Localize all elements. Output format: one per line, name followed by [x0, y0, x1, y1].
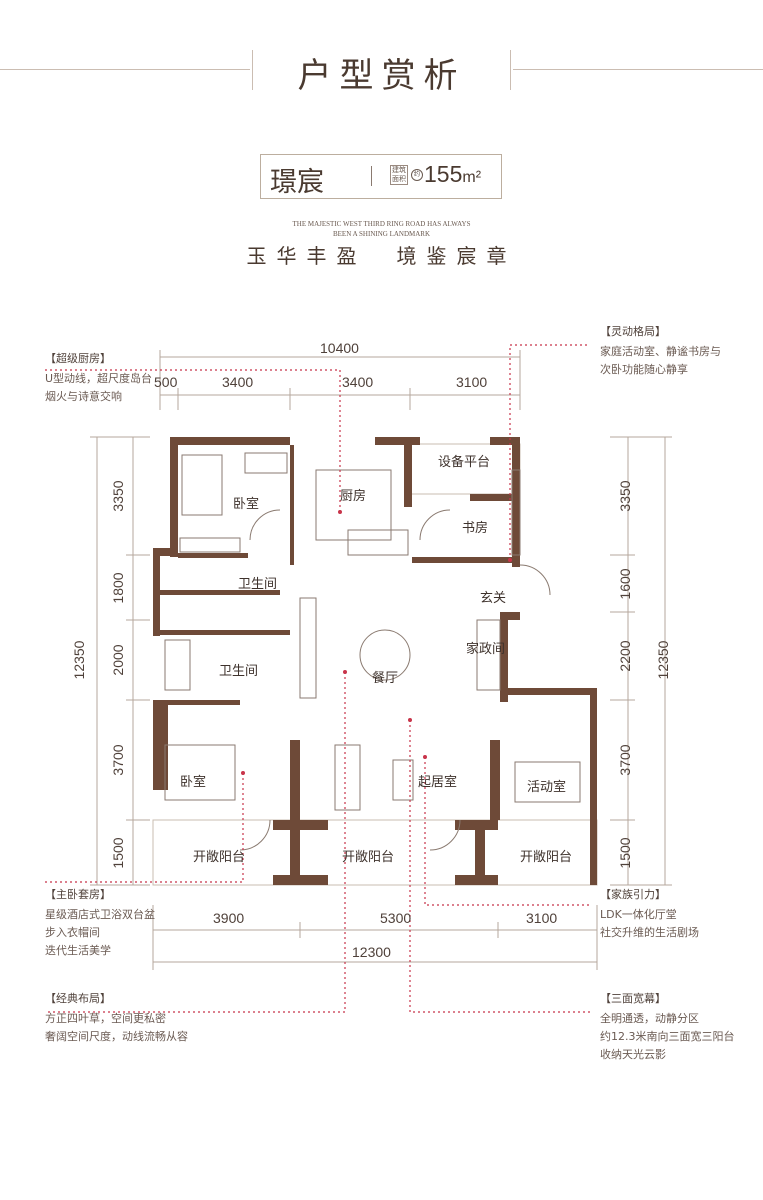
callout-title: 【灵动格局】: [600, 325, 666, 338]
room-label-balcony: 开敞阳台: [520, 850, 573, 865]
room-label-living: 起居室: [418, 775, 458, 790]
dim-right: 3350: [617, 480, 633, 512]
callout-family: 【家族引力】 LDK一体化厅堂 社交升维的生活剧场: [600, 886, 699, 942]
callout-line: 烟火与诗意交响: [45, 390, 122, 403]
dim-left: 3700: [110, 744, 126, 776]
room-label-utility: 家政间: [466, 642, 506, 657]
callout-title: 【家族引力】: [600, 888, 666, 901]
about-badge: 约: [411, 169, 423, 181]
walls: [153, 437, 597, 885]
callout-line: 全明通透，动静分区: [600, 1012, 699, 1025]
callout-title: 【超级厨房】: [45, 352, 111, 365]
callout-line: U型动线，超尺度岛台: [45, 372, 153, 385]
dimension-lines: [90, 350, 672, 970]
unit-box: [260, 154, 502, 199]
callout-leader-lines: [45, 344, 590, 1013]
room-label-bathroom: 卫生间: [219, 664, 259, 679]
area-value: 155: [424, 161, 463, 187]
room-label-bathroom: 卫生间: [238, 577, 278, 592]
callout-wide-frontage: 【三面宽幕】 全明通透，动静分区 约12.3米南向三面宽三阳台 收纳天光云影: [600, 990, 735, 1064]
room-label-bedroom: 卧室: [233, 497, 260, 512]
dim-right: 1600: [617, 568, 633, 600]
dim-top-total: 10400: [320, 340, 359, 356]
dim-top: 500: [154, 374, 178, 390]
callout-line: 家庭活动室、静谧书房与: [600, 345, 721, 358]
dim-left-total: 12350: [71, 640, 87, 680]
english-line-2: BEEN A SHINING LANDMARK: [332, 230, 431, 238]
callout-flexible-layout: 【灵动格局】 家庭活动室、静谧书房与 次卧功能随心静享: [600, 323, 721, 379]
callout-kitchen: 【超级厨房】 U型动线，超尺度岛台 烟火与诗意交响: [45, 350, 152, 406]
area-label-1: 建筑: [392, 166, 406, 174]
area-label-2: 面积: [392, 175, 406, 183]
dim-right: 1500: [617, 837, 633, 869]
callout-title: 【三面宽幕】: [600, 992, 666, 1005]
dim-left: 3350: [110, 480, 126, 512]
callout-line: LDK一体化厅堂: [600, 908, 677, 921]
slogan: 玉华丰盈 境鉴宸章: [246, 244, 517, 268]
room-label-study: 书房: [462, 521, 489, 536]
room-label-balcony: 开敞阳台: [193, 850, 246, 865]
callout-line: 收纳天光云影: [600, 1048, 666, 1061]
room-label-dining: 餐厅: [372, 671, 399, 686]
title-bar-right: [510, 50, 511, 90]
room-label-foyer: 玄关: [480, 591, 507, 606]
dim-bottom-total: 12300: [352, 944, 391, 960]
callout-classic-layout: 【经典布局】 方正四叶草，空间更私密 奢阔空间尺度，动线流畅从容: [45, 990, 188, 1046]
unit-area: 155m²: [424, 161, 481, 188]
room-label-balcony: 开敞阳台: [342, 850, 395, 865]
callout-line: 星级酒店式卫浴双台盆: [45, 908, 155, 921]
callout-line: 奢阔空间尺度，动线流畅从容: [45, 1030, 188, 1043]
room-label-equipment-platform: 设备平台: [438, 455, 491, 470]
dim-bottom: 5300: [380, 910, 412, 926]
callout-line: 次卧功能随心静享: [600, 363, 688, 376]
page-title: 户型赏析: [297, 56, 466, 96]
dim-right: 2200: [617, 640, 633, 672]
title-rule-right: [513, 69, 763, 70]
callout-title: 【主卧套房】: [45, 888, 111, 901]
callout-master-suite: 【主卧套房】 星级酒店式卫浴双台盆 步入衣帽间 迭代生活美学: [45, 886, 155, 960]
furniture: [164, 452, 581, 851]
callout-line: 社交升维的生活剧场: [600, 926, 699, 939]
title-bar-left: [252, 50, 253, 90]
unit-name: 璟宸: [270, 167, 324, 198]
callout-line: 约12.3米南向三面宽三阳台: [600, 1030, 735, 1043]
room-label-kitchen: 厨房: [340, 489, 367, 504]
area-unit: m²: [462, 169, 482, 186]
dim-top: 3400: [342, 374, 374, 390]
dim-bottom: 3100: [526, 910, 558, 926]
dim-left: 2000: [110, 644, 126, 676]
dim-right: 3700: [617, 744, 633, 776]
callout-dots: [241, 510, 512, 775]
room-label-activity: 活动室: [527, 780, 567, 795]
dim-right-total: 12350: [655, 640, 671, 680]
unit-separator: [371, 166, 372, 186]
dim-top: 3100: [456, 374, 488, 390]
dim-bottom: 3900: [213, 910, 245, 926]
title-rule-left: [0, 69, 250, 70]
callout-line: 步入衣帽间: [45, 926, 100, 939]
english-line-1: THE MAJESTIC WEST THIRD RING ROAD HAS AL…: [292, 220, 471, 228]
dim-left: 1500: [110, 837, 126, 869]
dim-top: 3400: [222, 374, 254, 390]
room-label-master-bedroom: 卧室: [180, 775, 207, 790]
callout-line: 方正四叶草，空间更私密: [45, 1012, 166, 1025]
callout-title: 【经典布局】: [45, 992, 111, 1005]
callout-line: 迭代生活美学: [45, 944, 111, 957]
area-label: 建筑面积: [390, 165, 408, 185]
dim-left: 1800: [110, 572, 126, 604]
